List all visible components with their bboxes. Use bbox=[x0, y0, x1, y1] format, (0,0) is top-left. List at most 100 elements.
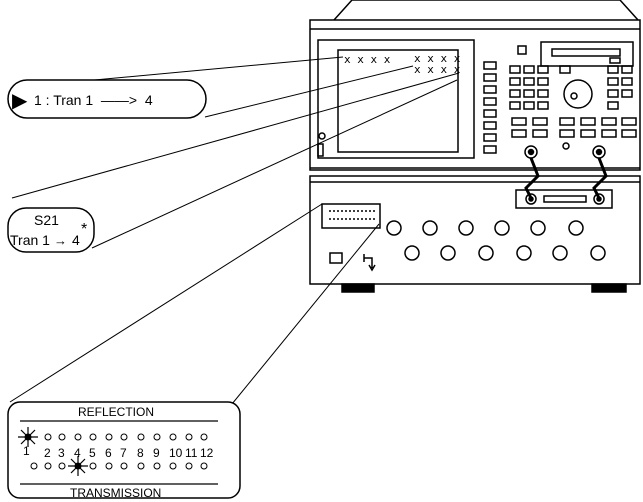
power-switch bbox=[317, 143, 324, 157]
port-number-9: 9 bbox=[153, 446, 160, 460]
transmission-led-5 bbox=[89, 462, 97, 470]
port-number-11: 11 bbox=[185, 446, 198, 460]
test-port[interactable] bbox=[530, 220, 546, 236]
test-port[interactable] bbox=[568, 220, 584, 236]
test-port[interactable] bbox=[458, 220, 474, 236]
parameter-callout-arrow: → bbox=[54, 233, 67, 248]
transmission-led-11 bbox=[185, 462, 193, 470]
transmission-label: TRANSMISSION bbox=[70, 486, 161, 500]
test-port[interactable] bbox=[440, 245, 456, 261]
rf-cables bbox=[524, 157, 608, 199]
transmission-led-9 bbox=[153, 462, 161, 470]
parameter-callout-asterisk: * bbox=[81, 221, 87, 238]
softkey-column bbox=[483, 61, 497, 154]
reflection-led-11 bbox=[185, 433, 193, 441]
screen-mark-left: x x x x bbox=[344, 53, 391, 66]
test-set-cabinet bbox=[309, 175, 641, 285]
transmission-led-6 bbox=[105, 462, 113, 470]
transmission-led-row bbox=[30, 456, 208, 476]
transmission-led-8 bbox=[137, 462, 145, 470]
screen-mark-right-bottom: x x x x bbox=[414, 63, 461, 76]
port-number-6: 6 bbox=[105, 446, 112, 460]
port-number-1: 1 bbox=[23, 444, 30, 458]
transmission-led-1 bbox=[30, 462, 38, 470]
test-port[interactable] bbox=[386, 220, 402, 236]
reflection-led-lit-1 bbox=[18, 427, 38, 447]
test-port[interactable] bbox=[478, 245, 494, 261]
test-set-foot-right bbox=[591, 283, 627, 293]
transmission-led-lit-4 bbox=[68, 456, 88, 476]
port-number-5: 5 bbox=[89, 446, 96, 460]
reflection-led-6 bbox=[105, 433, 113, 441]
screen-mark-right-top: x x x x bbox=[414, 52, 461, 65]
reflection-led-3 bbox=[58, 433, 66, 441]
test-set-connector-plate bbox=[515, 189, 613, 209]
softkey[interactable] bbox=[483, 145, 497, 154]
transmission-led-7 bbox=[120, 462, 128, 470]
test-port[interactable] bbox=[590, 245, 606, 261]
test-set bbox=[309, 175, 641, 293]
reflection-led-7 bbox=[120, 433, 128, 441]
port-number-12: 12 bbox=[200, 446, 214, 460]
reflection-led-5 bbox=[89, 433, 97, 441]
screen-annotation-marks: x x x x x x x x x x x x bbox=[344, 52, 461, 76]
reflection-led-10 bbox=[169, 433, 177, 441]
port-led-panel bbox=[321, 203, 381, 229]
analyzer-top-cover bbox=[333, 0, 639, 21]
softkey[interactable] bbox=[483, 121, 497, 130]
test-port[interactable] bbox=[494, 220, 510, 236]
test-port[interactable] bbox=[516, 245, 532, 261]
softkey[interactable] bbox=[483, 85, 497, 94]
ground-terminal-icon bbox=[363, 254, 376, 272]
test-set-ports bbox=[386, 220, 606, 261]
port-number-4: 4 bbox=[74, 446, 81, 460]
test-set-power-switch[interactable] bbox=[329, 252, 343, 264]
reflection-led-12 bbox=[200, 433, 208, 441]
parameter-callout-line1: S21 bbox=[34, 212, 59, 228]
test-port[interactable] bbox=[404, 245, 420, 261]
channel-callout-marker: ▶ bbox=[12, 90, 28, 112]
port-number-8: 8 bbox=[137, 446, 144, 460]
reflection-label: REFLECTION bbox=[78, 405, 154, 419]
parameter-callout-prefix: Tran 1 bbox=[10, 232, 50, 248]
line-switch bbox=[517, 45, 527, 55]
port-number-2: 2 bbox=[44, 446, 51, 460]
led-dots bbox=[329, 210, 375, 220]
port-number-7: 7 bbox=[120, 446, 127, 460]
parameter-callout-suffix: 4 bbox=[72, 232, 80, 248]
rpg-knob[interactable] bbox=[563, 79, 593, 109]
floppy-drive bbox=[540, 41, 634, 67]
reflection-led-8 bbox=[137, 433, 145, 441]
transmission-led-12 bbox=[200, 462, 208, 470]
test-port[interactable] bbox=[552, 245, 568, 261]
front-panel-keypad bbox=[509, 65, 637, 138]
transmission-led-2 bbox=[44, 462, 52, 470]
transmission-led-3 bbox=[58, 462, 66, 470]
softkey[interactable] bbox=[483, 73, 497, 82]
parameter-callout: S21 Tran 1 → 4 * bbox=[7, 207, 95, 253]
softkey[interactable] bbox=[483, 133, 497, 142]
channel-callout-text: 1 : Tran 1 ——> 4 bbox=[34, 92, 153, 108]
softkey[interactable] bbox=[483, 109, 497, 118]
softkey[interactable] bbox=[483, 61, 497, 70]
reflection-led-9 bbox=[153, 433, 161, 441]
analyzer-cabinet bbox=[309, 19, 641, 171]
network-analyzer bbox=[309, 0, 641, 171]
leader-lines bbox=[9, 56, 460, 405]
test-set-foot-left bbox=[341, 283, 375, 293]
small-led bbox=[562, 142, 570, 150]
softkey[interactable] bbox=[483, 97, 497, 106]
power-indicator bbox=[318, 132, 326, 140]
transmission-led-10 bbox=[169, 462, 177, 470]
reflection-led-4 bbox=[74, 433, 82, 441]
display-bezel bbox=[317, 39, 475, 159]
port-number-3: 3 bbox=[58, 446, 65, 460]
reflection-led-row bbox=[18, 427, 208, 447]
port-number-10: 10 bbox=[169, 446, 183, 460]
reflection-led-2 bbox=[44, 433, 52, 441]
test-port[interactable] bbox=[422, 220, 438, 236]
display-screen bbox=[337, 49, 459, 153]
